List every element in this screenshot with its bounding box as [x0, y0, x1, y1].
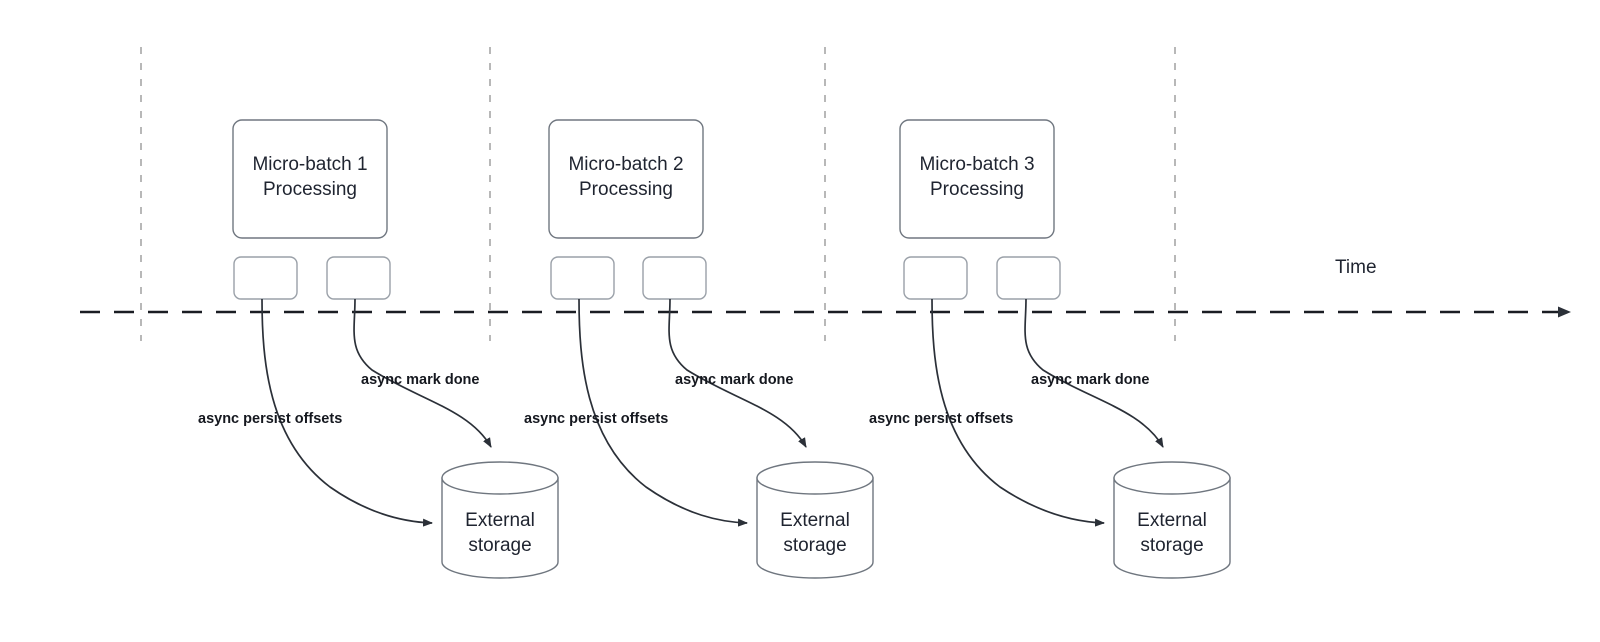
edge-persist-offsets-1: [261, 298, 433, 527]
task-box-3b: [996, 256, 1061, 300]
task-box-1a: [233, 256, 298, 300]
task-box-2b: [642, 256, 707, 300]
edge-mark-done-2: [668, 298, 807, 448]
task-box-3a: [903, 256, 968, 300]
storage-cylinder-2: [756, 461, 874, 579]
task-box-1b: [326, 256, 391, 300]
edge-mark-done-2-label: async mark done: [675, 372, 794, 388]
task-box-2a: [550, 256, 615, 300]
process-box-1: [232, 119, 388, 239]
process-box-2: [548, 119, 704, 239]
process-box-3: [899, 119, 1055, 239]
edge-mark-done-3: [1024, 298, 1164, 448]
group-2-shapes: [548, 119, 874, 579]
edge-persist-offsets-1-label: async persist offsets: [198, 411, 343, 427]
batch-boundaries-group: [140, 47, 1176, 341]
group-3-shapes: [899, 119, 1231, 579]
group-1-shapes: [232, 119, 559, 579]
storage-cylinder-3: [1113, 461, 1231, 579]
edge-persist-offsets-2: [578, 298, 748, 527]
edge-persist-offsets-2-label: async persist offsets: [524, 411, 669, 427]
edge-mark-done-1: [353, 298, 492, 448]
edge-mark-done-1-label: async mark done: [361, 372, 480, 388]
time-axis-label: Time: [1335, 257, 1377, 278]
edge-mark-done-3-label: async mark done: [1031, 372, 1150, 388]
edge-persist-offsets-3-label: async persist offsets: [869, 411, 1014, 427]
edge-persist-offsets-3: [931, 298, 1105, 527]
storage-cylinder-1: [441, 461, 559, 579]
